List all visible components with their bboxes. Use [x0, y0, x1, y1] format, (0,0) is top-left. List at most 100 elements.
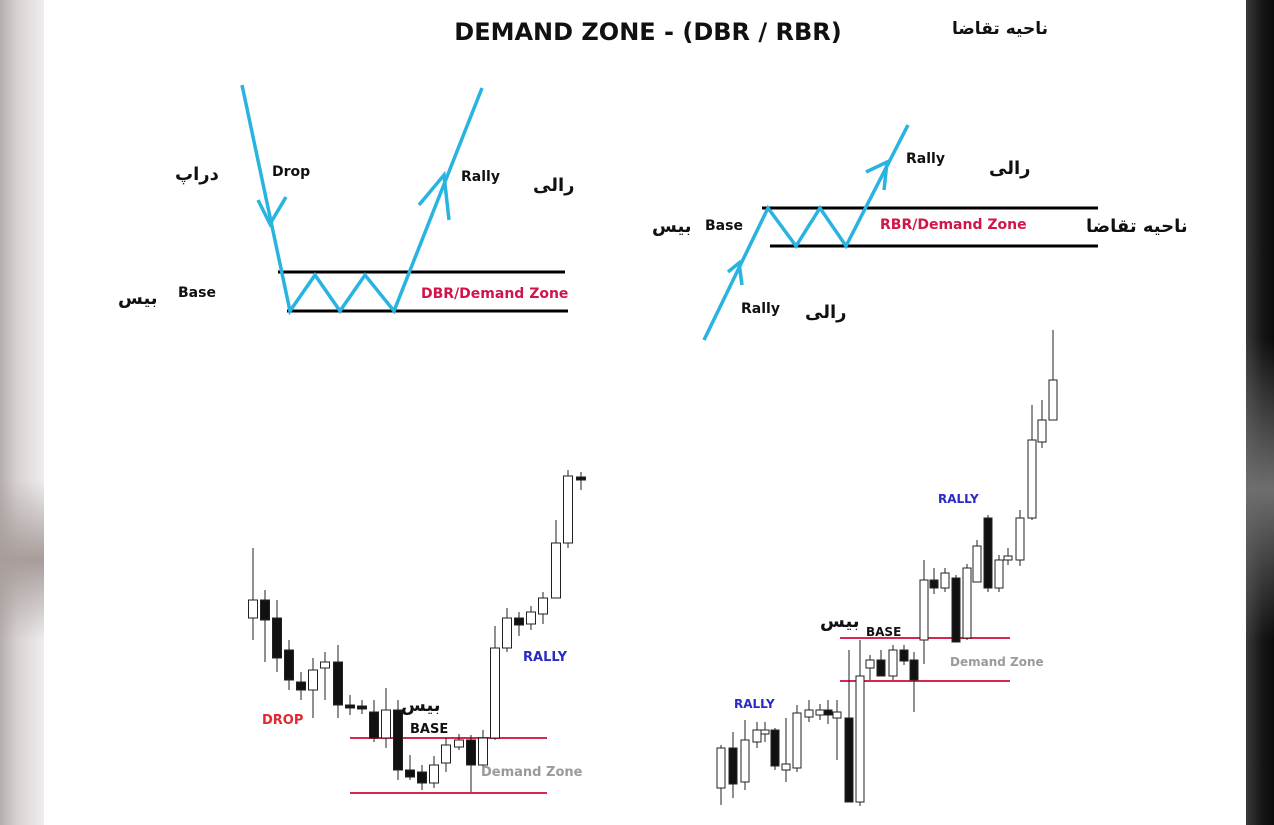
- rbr-candle-body: [855, 675, 865, 803]
- rbr-candle-body: [929, 579, 939, 589]
- dbr-candle-body: [502, 617, 512, 649]
- rbr-zone-label: RBR/Demand Zone: [880, 217, 1027, 233]
- rbr-upper-arrowhead: [865, 159, 890, 191]
- rbr-candle: [781, 718, 791, 782]
- rbr-chart-base-label: BASE: [866, 625, 901, 639]
- dbr-candle-body: [417, 771, 427, 784]
- rbr-rally-bottom-fa: رالی: [805, 302, 847, 323]
- rbr-candle: [983, 515, 993, 592]
- rbr-candle-body: [983, 517, 993, 589]
- dbr-chart-base-fa: بیس: [401, 695, 441, 716]
- dbr-candle: [551, 520, 561, 599]
- rbr-candle: [760, 722, 770, 742]
- dbr-zone-label: DBR/Demand Zone: [421, 286, 568, 302]
- rbr-candle-body: [1037, 419, 1047, 443]
- dbr-candle-chart: DROP بیس BASE Demand Zone RALLY: [248, 470, 586, 794]
- rbr-candle-body: [832, 711, 842, 719]
- rbr-candle-body: [909, 659, 919, 681]
- rbr-zone-fa: ناحیه تقاضا: [1086, 216, 1188, 237]
- rbr-candle: [888, 645, 898, 680]
- dbr-candle-body: [260, 599, 270, 621]
- dbr-candle-body: [320, 661, 330, 669]
- rbr-candle-body: [815, 709, 825, 716]
- dbr-candle: [490, 626, 500, 740]
- rbr-candle: [1048, 330, 1058, 421]
- rbr-candle: [844, 650, 854, 803]
- dbr-candle: [296, 672, 306, 700]
- dbr-chart-demand-label: Demand Zone: [481, 765, 583, 780]
- rbr-candle-body: [716, 747, 726, 789]
- dbr-drop-label: Drop: [272, 164, 310, 180]
- rbr-candle-body: [804, 709, 814, 718]
- rbr-candle: [855, 640, 865, 806]
- rbr-candle: [1037, 400, 1047, 448]
- rbr-candle-body: [1048, 379, 1058, 421]
- dbr-candle: [417, 765, 427, 790]
- dbr-candle-body: [381, 709, 391, 739]
- rbr-candle: [1015, 510, 1025, 566]
- dbr-candle: [526, 606, 536, 630]
- photo-edge-right: [1246, 0, 1274, 825]
- dbr-chart-drop-label: DROP: [262, 713, 303, 728]
- dbr-drop-fa: دراپ: [175, 164, 219, 185]
- rbr-candle: [1003, 548, 1013, 565]
- rbr-candle-body: [770, 729, 780, 767]
- rbr-candle: [740, 720, 750, 790]
- rbr-candle: [951, 575, 961, 643]
- dbr-rally-label: Rally: [461, 169, 500, 185]
- dbr-candle-body: [551, 542, 561, 599]
- rbr-candle: [716, 745, 726, 805]
- dbr-candle-body: [563, 475, 573, 544]
- dbr-candle-body: [490, 647, 500, 739]
- rbr-chart-rally-top-label: RALLY: [938, 492, 979, 506]
- rbr-lower-arrowhead: [726, 259, 744, 286]
- dbr-candle: [502, 608, 512, 652]
- dbr-candle-body: [454, 739, 464, 748]
- dbr-candle-body: [478, 737, 488, 766]
- dbr-candle: [308, 658, 318, 718]
- rbr-candle: [804, 700, 814, 722]
- rbr-price-path: [702, 124, 910, 341]
- dbr-candle-body: [308, 669, 318, 691]
- rbr-candle-body: [792, 712, 802, 769]
- rbr-candle: [770, 728, 780, 770]
- rbr-candle-body: [740, 739, 750, 783]
- rbr-candle-body: [972, 545, 982, 583]
- dbr-candle-body: [345, 704, 355, 709]
- rbr-candle-body: [994, 559, 1004, 589]
- rbr-base-label: Base: [705, 218, 743, 234]
- rbr-candle: [865, 655, 875, 680]
- dbr-candle: [466, 735, 476, 792]
- rbr-candle: [832, 700, 842, 760]
- rbr-chart-base-fa: بیس: [820, 611, 860, 632]
- dbr-candle-body: [296, 681, 306, 691]
- rbr-chart-demand-label: Demand Zone: [950, 655, 1044, 669]
- rbr-candle: [994, 555, 1004, 592]
- dbr-candle-body: [538, 597, 548, 615]
- rbr-candle-body: [899, 649, 909, 662]
- dbr-candle-body: [284, 649, 294, 681]
- rbr-candle: [940, 568, 950, 592]
- rbr-candle: [972, 540, 982, 583]
- rbr-candle: [752, 722, 762, 748]
- rbr-rally-top-label: Rally: [906, 151, 945, 167]
- rbr-candle-body: [760, 729, 770, 735]
- dbr-candle-body: [441, 744, 451, 764]
- dbr-candle: [260, 590, 270, 662]
- dbr-candle-body: [369, 711, 379, 739]
- dbr-candles: [248, 470, 586, 792]
- dbr-candle-body: [357, 705, 367, 710]
- rbr-candle: [823, 700, 833, 724]
- rbr-candle: [962, 564, 972, 640]
- rbr-candle-body: [1003, 555, 1013, 561]
- dbr-candle-body: [526, 611, 536, 625]
- rbr-candle-body: [823, 709, 833, 716]
- rbr-candle-body: [752, 729, 762, 743]
- dbr-candle-body: [272, 617, 282, 659]
- dbr-candle: [441, 738, 451, 772]
- rbr-candle-body: [888, 649, 898, 677]
- rbr-candle-body: [728, 747, 738, 785]
- rbr-candle: [876, 650, 886, 677]
